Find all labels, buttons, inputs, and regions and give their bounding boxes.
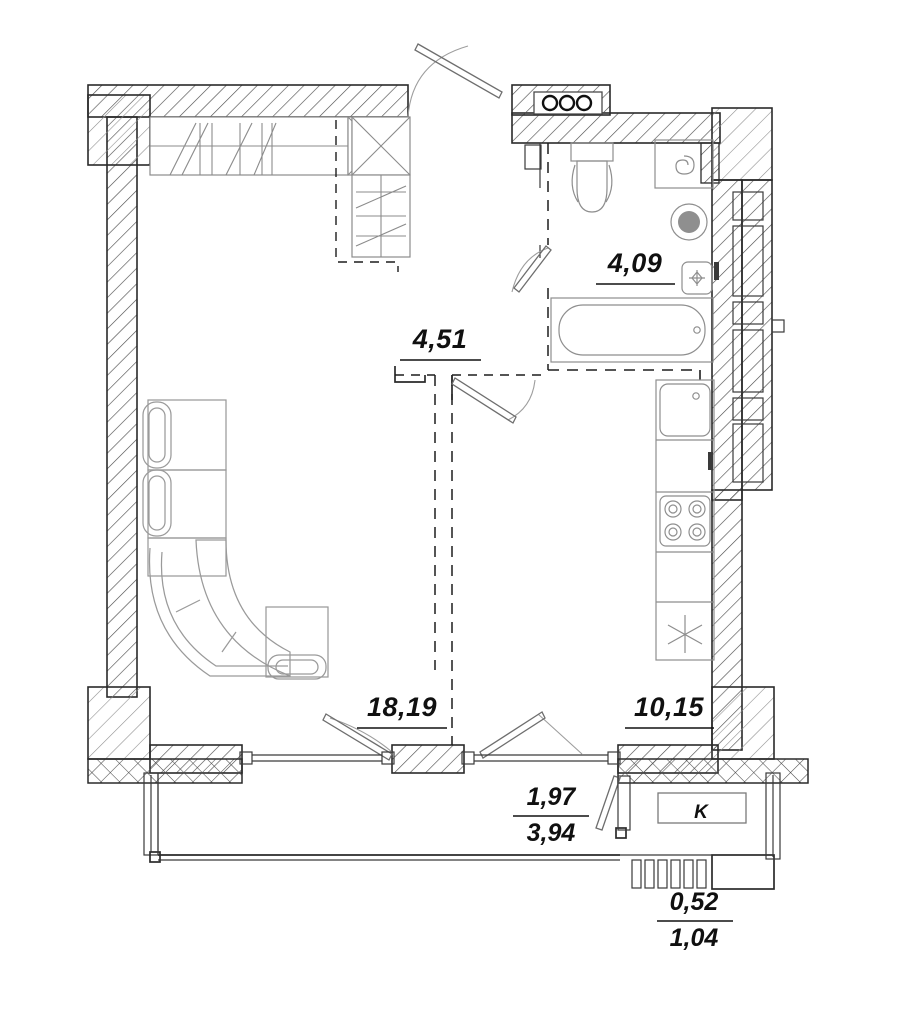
shaft-4 [732, 329, 764, 393]
balcony-doors[interactable] [322, 711, 621, 831]
sofa-back-4 [267, 654, 327, 680]
bath-niche [524, 144, 542, 170]
balcony-k-marker: K [657, 792, 747, 824]
partition-jog-left [394, 366, 426, 383]
area-label-balcony-full: 1,04 [670, 924, 719, 952]
sofa-seat-4 [265, 606, 329, 678]
bathroom-partitions [524, 143, 701, 380]
shaft-3 [732, 301, 764, 325]
loggia-corner-left [149, 851, 161, 863]
area-label-kitchen: 10,15 [634, 692, 705, 722]
corner-sofa-icon [142, 399, 329, 680]
shaft-2 [732, 225, 764, 297]
loggia-structure [143, 772, 781, 890]
stove-icon [659, 495, 711, 547]
kitchen-fixtures [655, 379, 715, 661]
living-door-arc [507, 379, 536, 421]
electrical-panel-icon [533, 91, 603, 115]
wall-top-right [511, 112, 721, 144]
windows-bottom [239, 751, 621, 765]
area-label-balcony-reduced: 0,52 [670, 888, 719, 916]
area-labels: 4,51 4,09 18,19 10,15 1,97 3,94 0,52 1,0… [357, 248, 733, 952]
area-label-hallway: 4,51 [412, 324, 468, 354]
k-marker-box [657, 792, 747, 824]
washing-machine-icon [654, 139, 714, 189]
balcony-door-leaf-right [479, 711, 546, 759]
living-room-door[interactable] [451, 377, 536, 424]
entrance-door[interactable] [407, 43, 503, 118]
window-mullion-3 [461, 751, 475, 765]
area-label-living-room: 18,19 [367, 692, 437, 722]
bathroom-door-leaf [513, 245, 552, 293]
counter-handle [708, 452, 713, 470]
shaft-5 [732, 397, 764, 421]
bathtub-icon [550, 297, 714, 363]
slab-band-left [87, 758, 243, 784]
entrance-door-leaf [414, 43, 503, 99]
slab-band-right [617, 758, 809, 784]
hallway-partitions [394, 366, 545, 745]
wall-left-exterior [106, 116, 138, 698]
column-bottom-left [87, 686, 151, 760]
loggia-post-mid [617, 775, 631, 831]
bathroom-door[interactable] [511, 245, 552, 293]
structural-walls [87, 84, 809, 784]
window-mullion-1 [239, 751, 253, 765]
kitchen-sink-icon [659, 383, 711, 437]
sofa-back-curve-outer [148, 547, 290, 677]
loggia-corner-mid [615, 827, 627, 839]
wall-bottom-2 [391, 744, 465, 774]
loggia-small-slab [711, 854, 775, 890]
closet-icon [335, 116, 411, 272]
sofa-back-curve-inner [160, 551, 288, 667]
refrigerator-icon [667, 615, 703, 653]
area-label-bathroom: 4,09 [607, 248, 663, 278]
entrance-door-arc [407, 45, 469, 118]
wardrobe-hanger-marks [169, 122, 277, 176]
loggia-post-right [765, 772, 781, 860]
column-top-left [87, 94, 151, 166]
closet-dashed-outline [335, 120, 399, 272]
wall-right-upper [711, 179, 743, 501]
balcony-door-arc-right [537, 713, 583, 755]
wall-right-shaft-outer [741, 179, 773, 491]
balcony-door-leaf-left [322, 713, 393, 761]
area-label-loggia-full: 3,94 [527, 819, 576, 847]
bathroom-fixtures [550, 139, 719, 363]
living-door-leaf [451, 377, 517, 424]
sofa-seat-3 [147, 537, 227, 577]
window-mullion-4 [607, 751, 621, 765]
window-mullion-2 [381, 751, 395, 765]
sofa-back-1 [142, 401, 172, 469]
shaft-1 [732, 191, 764, 221]
area-label-loggia-reduced: 1,97 [527, 783, 577, 811]
column-top-right [711, 107, 773, 181]
toilet-icon [570, 142, 614, 213]
wall-partition-stub [700, 142, 720, 184]
sofa-back-2 [142, 469, 172, 537]
sink-icon [670, 203, 708, 241]
loggia-railing-slats [631, 859, 707, 889]
wall-tick-right [771, 319, 785, 333]
ventilation-shafts [732, 191, 785, 483]
valve-icon [681, 261, 719, 295]
shaft-6 [732, 423, 764, 483]
kitchen-counter-run [655, 379, 715, 661]
k-marker-text: K [694, 802, 709, 823]
column-bottom-right [711, 686, 775, 760]
